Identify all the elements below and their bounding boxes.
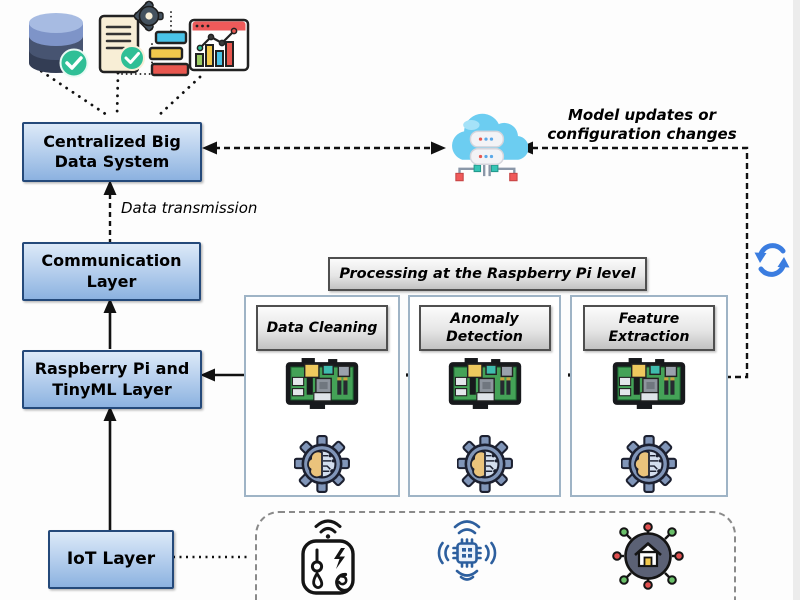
communication-layer-label: Communication Layer [41,251,182,291]
iot-devices-container [255,511,736,600]
analytics-chart-icon [188,18,250,72]
gear-brain-icon [294,435,350,493]
processing-title-box: Processing at the Raspberry Pi level [328,257,647,291]
data-transmission-label: Data transmission [121,199,258,217]
rpi-tinyml-layer-box: Raspberry Pi and TinyML Layer [22,350,202,409]
connector-iot-rpi [103,406,117,530]
connector-rpi-communication [103,298,117,349]
raspberry-pi-board-icon [448,358,521,409]
connector-data-transmission [103,180,117,244]
gear-brain-icon [621,435,677,493]
document-workflow-icon [98,0,190,77]
smart-home-network-icon [612,522,684,590]
database-check-icon [29,13,89,78]
sync-refresh-icon [754,243,790,277]
centralized-big-data-label: Centralized Big Data System [43,131,181,171]
processing-title-label: Processing at the Raspberry Pi level [339,265,636,282]
panel-header-box: Data Cleaning [256,305,388,351]
gear-brain-icon [456,435,513,493]
communication-layer-box: Communication Layer [22,242,201,301]
gear-glyph [133,0,164,32]
sensor-box-icon [301,519,355,595]
model-updates-label: Model updates or configuration changes [547,106,737,143]
panel-header-box: Anomaly Detection [418,305,551,351]
raspberry-pi-board-icon [285,358,359,409]
raspberry-pi-board-icon [612,358,686,409]
panel-header-label: Feature Extraction [608,310,690,345]
panel-data-cleaning: Data Cleaning [244,295,400,497]
iot-layer-box: IoT Layer [48,530,174,589]
centralized-big-data-box: Centralized Big Data System [22,122,202,182]
panel-header-label: Anomaly Detection [446,310,523,345]
iot-layer-label: IoT Layer [66,548,156,569]
panel-feature-extraction: Feature Extraction [570,295,728,497]
page-edge-strip [793,0,800,600]
rpi-tinyml-layer-label: Raspberry Pi and TinyML Layer [34,359,190,399]
panel-header-box: Feature Extraction [583,305,715,351]
cloud-server-icon [452,113,528,182]
panel-anomaly-detection: Anomaly Detection [408,295,561,497]
panel-header-label: Data Cleaning [266,319,378,336]
connector-centralized-cloud [202,141,446,155]
chip-wireless-icon [437,520,497,581]
